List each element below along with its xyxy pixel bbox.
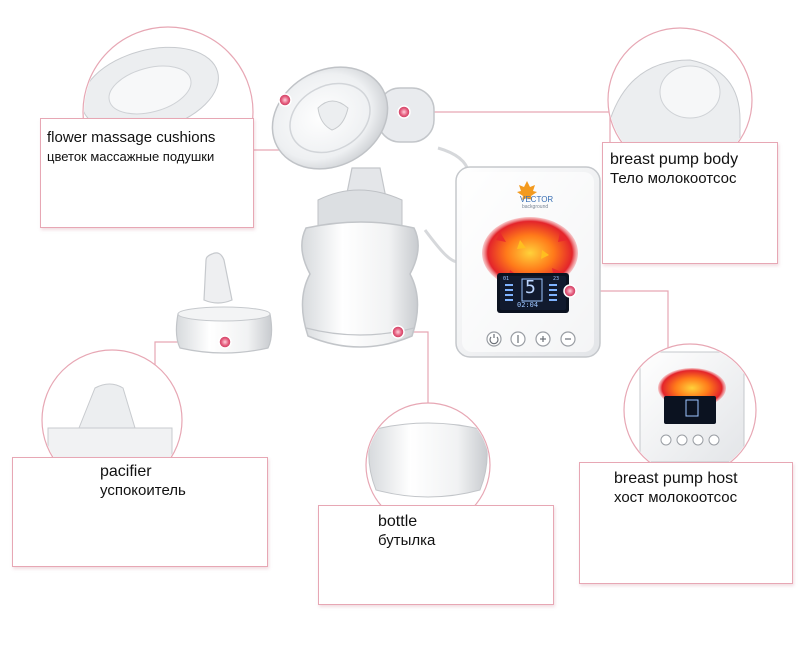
bottle-label-box [318, 505, 554, 605]
pump-body-label-en: breast pump body [610, 151, 739, 168]
pacifier-illustration [175, 252, 273, 354]
bottle-detail-circle [365, 402, 491, 528]
breast-pump-body-illustration [271, 66, 435, 209]
pacifier-label-ru: успокоитель [100, 482, 186, 499]
host-label-en: breast pump host [614, 470, 738, 487]
device-brand: VECTOR [520, 195, 553, 204]
breast-pump-host-illustration [455, 166, 601, 358]
pump-body-label-ru: Тело молокоотсос [610, 170, 737, 187]
flower-cushion-label-ru: цветок массажные подушки [47, 149, 215, 164]
pump-body-label: breast pump body Тело молокоотсос [610, 150, 738, 188]
flower-cushion-label: flower massage cushions цветок массажные… [47, 128, 215, 166]
pump-body-label-box [602, 142, 778, 264]
host-label-box [579, 462, 793, 584]
bottle-label-ru: бутылка [378, 532, 436, 549]
pacifier-label: pacifier успокоитель [100, 462, 186, 500]
pacifier-detail-circle [41, 349, 183, 491]
bottle-label: bottle бутылка [378, 512, 435, 550]
lcd-time: 02:04 [517, 301, 539, 309]
device-brand-sub: background [522, 204, 549, 210]
host-label: breast pump host хост молокоотсос [614, 469, 738, 507]
brand-name: VECTOR [520, 195, 554, 204]
bottle-illustration [301, 189, 419, 348]
host-detail-circle [623, 343, 757, 477]
lcd-digit: 5 [525, 277, 536, 298]
host-label-ru: хост молокоотсос [614, 489, 738, 506]
bottle-label-en: bottle [378, 513, 418, 530]
lcd-left-value: 01 [503, 276, 510, 282]
pump-body-detail-circle [607, 27, 753, 173]
flower-cushion-label-box [40, 118, 254, 228]
flower-cushion-label-en: flower massage cushions [47, 129, 216, 146]
pacifier-label-box [12, 457, 268, 567]
pacifier-label-en: pacifier [100, 463, 152, 480]
lcd-right-value: 23 [553, 276, 560, 282]
